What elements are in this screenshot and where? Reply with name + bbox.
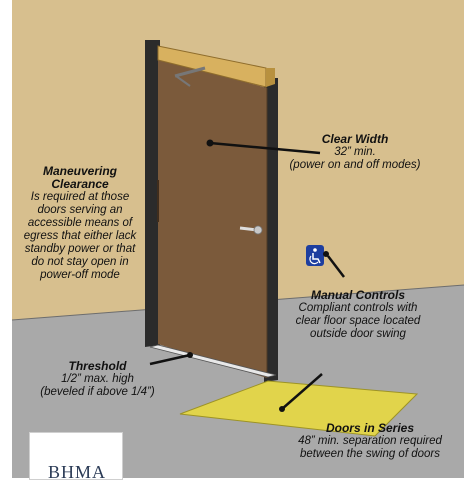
door-frame (145, 40, 160, 347)
maneuvering-callout: Maneuvering Clearance Is required at tho… (15, 165, 145, 282)
manual-controls-line-2: clear floor space located (295, 315, 421, 327)
threshold-line-2: (beveled if above 1/4”) (40, 386, 155, 398)
maneuvering-title-1: Maneuvering (42, 164, 117, 178)
maneuvering-line-2: doors serving an (37, 204, 123, 216)
maneuvering-line-1: Is required at those (30, 191, 130, 203)
manual-controls-line-1: Compliant controls with (298, 302, 418, 314)
accessibility-sign (306, 245, 324, 266)
clear-width-line-2: (power on and off modes) (289, 159, 421, 171)
maneuvering-line-7: power-off mode (40, 269, 120, 281)
maneuvering-line-5: standby power or that (24, 243, 136, 255)
threshold-callout: Threshold 1/2” max. high (beveled if abo… (30, 360, 165, 399)
manual-controls-leader (327, 255, 345, 278)
maneuvering-line-3: accessible means of (27, 217, 133, 229)
maneuvering-line-4: egress that either lack (23, 230, 137, 242)
threshold-line-1: 1/2” max. high (61, 373, 134, 385)
bhma-logo-text: BHMA (48, 462, 107, 482)
threshold-leader (149, 353, 191, 366)
threshold (149, 344, 277, 378)
doors-in-series-leader (281, 373, 323, 410)
door (158, 58, 267, 378)
clear-width-leader (209, 141, 321, 155)
manual-controls-title: Manual Controls (310, 288, 405, 302)
bhma-logo (29, 432, 123, 480)
manual-controls-callout: Manual Controls Compliant controls with … (278, 289, 438, 341)
manual-controls-line-3: outside door swing (310, 328, 406, 340)
clear-width-callout: Clear Width 32” min. (power on and off m… (280, 133, 430, 172)
doors-in-series-title: Doors in Series (325, 421, 415, 435)
maneuvering-title-2: Clearance (51, 177, 109, 191)
doors-in-series-line-2: between the swing of doors (299, 448, 440, 460)
clear-width-line-1: 32” min. (334, 146, 376, 158)
doors-in-series-callout: Doors in Series 48” min. separation requ… (280, 422, 460, 461)
clear-width-title: Clear Width (321, 132, 389, 146)
maneuvering-mat (179, 380, 419, 437)
doors-in-series-line-1: 48” min. separation required (298, 435, 442, 447)
threshold-title: Threshold (68, 359, 127, 373)
maneuvering-line-6: do not stay open in (31, 256, 129, 268)
